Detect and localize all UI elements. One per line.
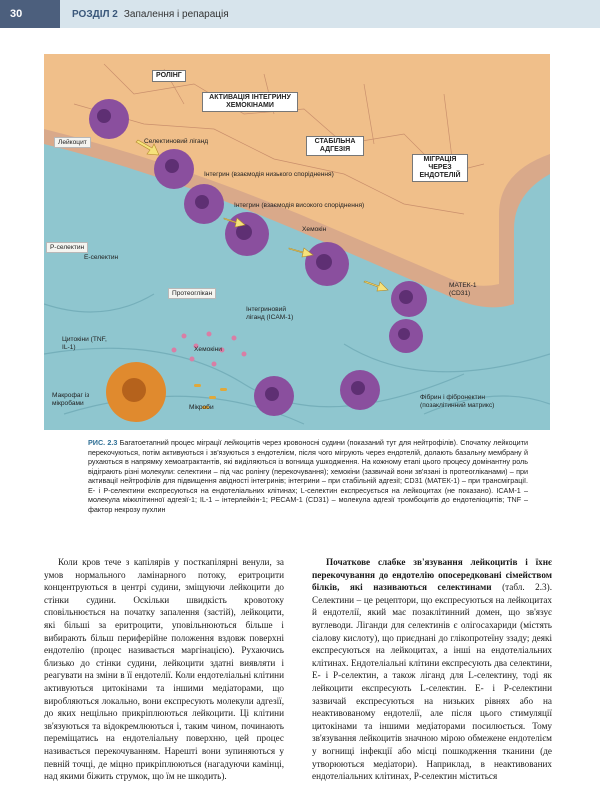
- cytokines-label: Цитокіни (TNF, IL-1): [62, 336, 107, 351]
- chemokine-label: Хемокін: [302, 226, 327, 233]
- microbes-label: Мікроби: [189, 404, 214, 411]
- integrin-high-label: Інтегрин (взаємодія високого споріднення…: [234, 202, 365, 209]
- leukocyte-label: Лейкоцит: [54, 137, 91, 148]
- leukocyte-migration-figure: РОЛІНГ АКТИВАЦІЯ ІНТЕГРИНУ ХЕМОКІНАМИ СТ…: [44, 54, 550, 430]
- stage-migration-label: МІГРАЦІЯ ЧЕРЕЗ ЕНДОТЕЛІЙ: [412, 154, 468, 183]
- e-selectin-label: E-селектин: [84, 254, 119, 261]
- matek-label: МАТЕК-1 (CD31): [449, 282, 477, 297]
- figure-illustration: [44, 54, 550, 425]
- page-number: 30: [0, 0, 60, 28]
- macrophage: [106, 362, 166, 422]
- migration-arrows: [135, 139, 389, 292]
- chapter-label: РОЗДІЛ 2: [72, 8, 118, 20]
- paragraph-text: (табл. 2.3). Селектини – це рецептори, щ…: [312, 582, 553, 782]
- stage-activation-label: АКТИВАЦІЯ ІНТЕГРИНУ ХЕМОКІНАМИ: [202, 92, 298, 113]
- integrin-low-label: Інтегрин (взаємодія низького споріднення…: [204, 171, 334, 178]
- caption-text: Багатоетапний процес міграції лейкоцитів…: [88, 438, 528, 515]
- chapter-title: Запалення і репарація: [123, 8, 229, 20]
- proteoglycan-label: Протеоглікан: [168, 288, 217, 299]
- chemokines-label: Хемокіни: [194, 346, 222, 353]
- section-lead-heading: Початкове слабке зв'язування лейкоцитів …: [312, 557, 552, 593]
- fibrin-label: Фібрин і фібронектин (позаклітинний матр…: [420, 394, 495, 409]
- selectin-ligand-label: Селектиновий ліганд: [144, 138, 209, 145]
- p-selectin-label: P-селектин: [46, 242, 89, 253]
- body-column-left: Коли кров тече з капілярів у посткапіляр…: [44, 557, 284, 782]
- microbe-shapes: [194, 384, 227, 409]
- leukocytes: [89, 99, 427, 416]
- macrophage-label: Макрофаг із мікробами: [52, 392, 90, 407]
- figure-id: РИС. 2.3: [88, 438, 118, 447]
- page-header: 30 РОЗДІЛ 2 Запалення і репарація: [0, 0, 600, 28]
- chemokine-dots: [171, 331, 247, 367]
- stage-adhesion-label: СТАБІЛЬНА АДГЕЗІЯ: [306, 136, 364, 157]
- body-column-right: Початкове слабке зв'язування лейкоцитів …: [312, 556, 552, 783]
- integrin-ligand-label: Інтегриновий ліганд (ICAM-1): [246, 306, 294, 321]
- figure-caption: РИС. 2.3 Багатоетапний процес міграції л…: [88, 438, 528, 515]
- paragraph: Початкове слабке зв'язування лейкоцитів …: [312, 556, 552, 783]
- running-head: РОЗДІЛ 2 Запалення і репарація: [60, 0, 600, 28]
- stage-rolling-label: РОЛІНГ: [152, 70, 186, 83]
- vessel-lumen: [44, 54, 550, 286]
